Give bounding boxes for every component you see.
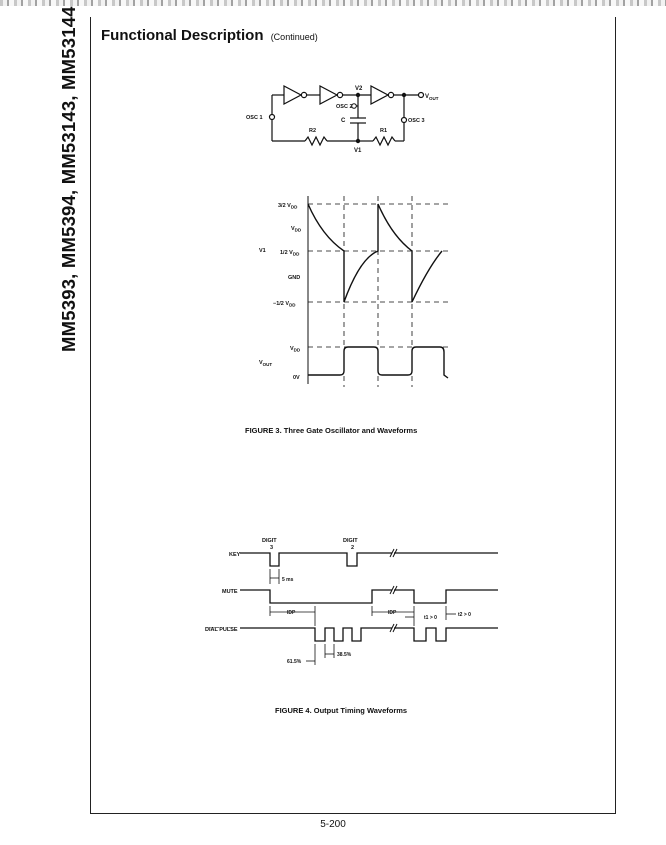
figure3-caption: FIGURE 3. Three Gate Oscillator and Wave… — [245, 426, 418, 435]
scan-edge-artifact — [0, 0, 666, 6]
section-continued: (Continued) — [270, 32, 318, 42]
section-title: Functional Description — [101, 27, 264, 44]
side-part-numbers: MM5393, MM5394, MM53143, MM53144 — [58, 6, 79, 352]
figure4-caption: FIGURE 4. Output Timing Waveforms — [275, 706, 408, 715]
section-heading: Functional Description (Continued) — [101, 27, 318, 44]
page-number: 5-200 — [320, 819, 346, 830]
page-frame — [90, 17, 616, 814]
